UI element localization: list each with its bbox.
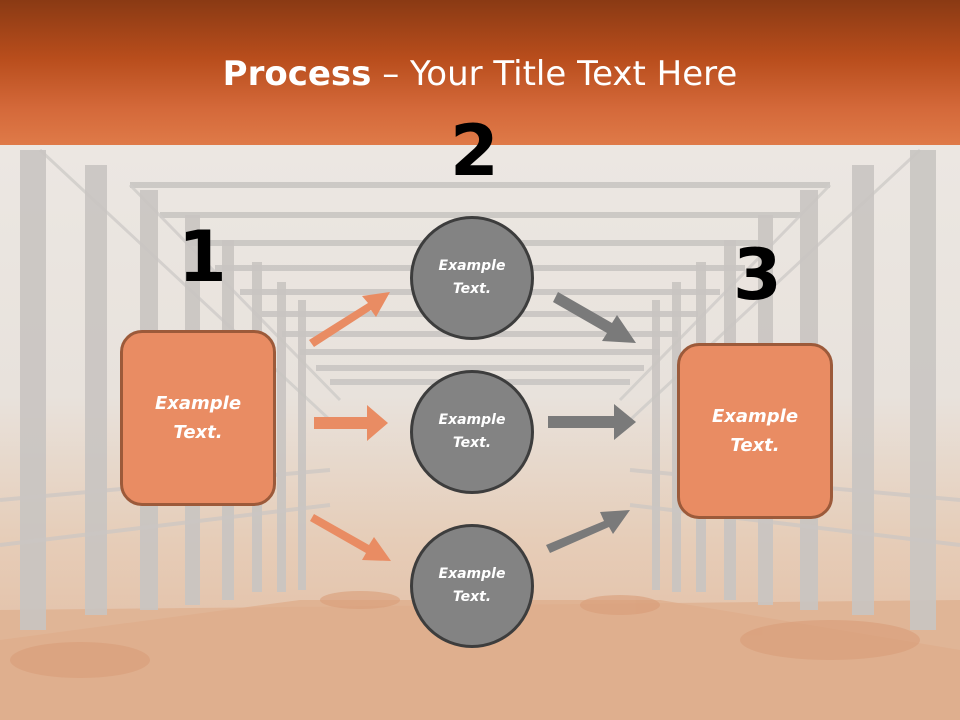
step-number-1: 1 — [178, 216, 227, 298]
circle-middle[interactable]: Example Text. — [410, 370, 534, 494]
title-bar — [0, 0, 960, 145]
right-text-box[interactable]: Example Text. — [677, 343, 833, 519]
title-separator: – — [371, 54, 411, 94]
title-rest: Your Title Text Here — [410, 54, 738, 94]
circle-bottom[interactable]: Example Text. — [410, 524, 534, 648]
step-number-2: 2 — [450, 110, 499, 192]
title-bold: Process — [222, 54, 372, 94]
step-number-3: 3 — [733, 234, 782, 316]
circle-top[interactable]: Example Text. — [410, 216, 534, 340]
left-text-box[interactable]: Example Text. — [120, 330, 276, 506]
slide-title[interactable]: Process – Your Title Text Here — [0, 52, 960, 96]
